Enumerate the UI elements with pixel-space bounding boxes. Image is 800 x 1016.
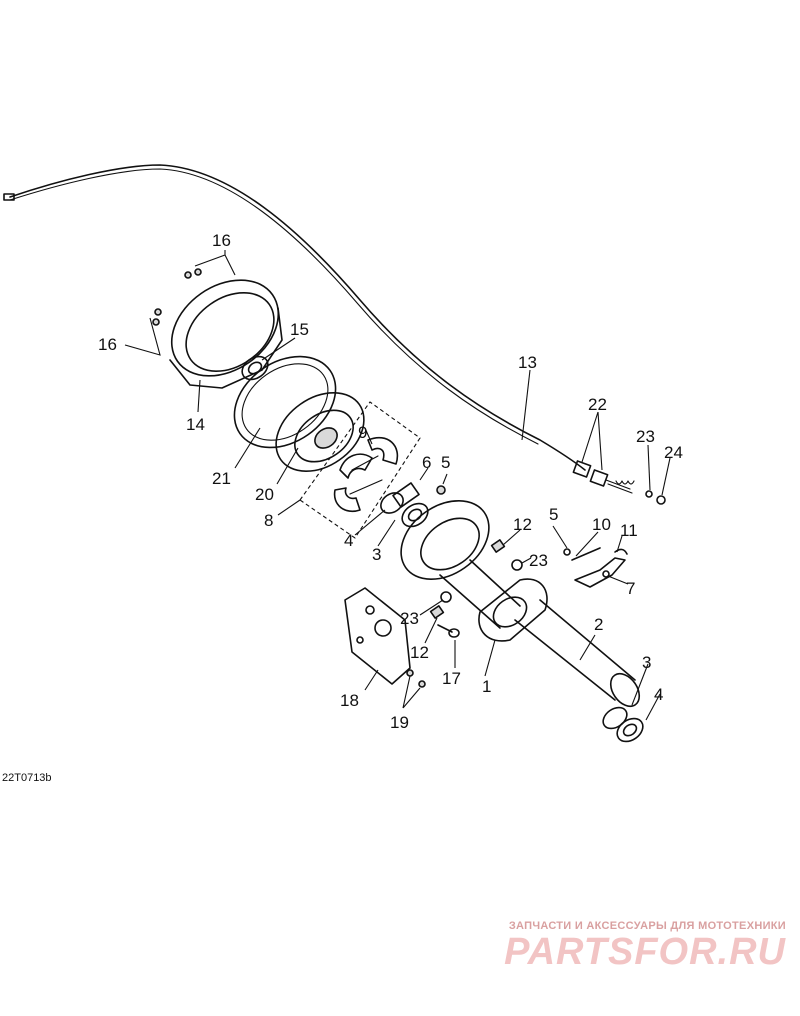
callout-7: 7 xyxy=(626,579,635,598)
callout-3-front: 3 xyxy=(372,545,381,564)
cam-6 xyxy=(392,482,420,508)
callout-17: 17 xyxy=(442,669,461,688)
callout-11: 11 xyxy=(620,521,638,540)
callout-labels: 16 16 15 14 21 20 8 9 6 5 4 3 13 22 23 2… xyxy=(98,231,683,732)
brake-shoe-group-8 xyxy=(299,401,421,539)
callout-23-top: 23 xyxy=(636,427,655,446)
lever-7 xyxy=(574,557,626,588)
watermark: ЗАПЧАСТИ И АКСЕССУАРЫ ДЛЯ МОТОТЕХНИКИ PA… xyxy=(476,920,786,972)
clip-11 xyxy=(614,548,628,555)
callout-1: 1 xyxy=(482,677,491,696)
callout-13: 13 xyxy=(518,353,537,372)
nut-24 xyxy=(656,495,666,505)
callout-9: 9 xyxy=(358,423,367,442)
seal-4-rear xyxy=(616,717,644,743)
callout-10: 10 xyxy=(592,515,611,534)
pin-10 xyxy=(571,547,601,561)
callout-12-lower: 12 xyxy=(410,643,429,662)
washer-23-top xyxy=(645,490,653,498)
callout-16-left: 16 xyxy=(98,335,117,354)
callout-4-front: 4 xyxy=(344,531,353,550)
callout-23-mid: 23 xyxy=(529,551,548,570)
axle-tube-2 xyxy=(514,599,641,708)
callout-23-lower: 23 xyxy=(400,609,419,628)
leader-lines xyxy=(124,250,671,721)
bearing-3-front xyxy=(380,492,404,514)
callout-5-top: 5 xyxy=(441,453,450,472)
callout-22: 22 xyxy=(588,395,607,414)
callout-24: 24 xyxy=(664,443,683,462)
callout-8: 8 xyxy=(264,511,273,530)
bolt-5-lever xyxy=(563,548,571,556)
screws-16 xyxy=(152,268,202,326)
bolt-17 xyxy=(437,624,460,638)
callout-14: 14 xyxy=(186,415,205,434)
callout-18: 18 xyxy=(340,691,359,710)
callout-19: 19 xyxy=(390,713,409,732)
washer-23-lower xyxy=(440,591,452,603)
callout-15: 15 xyxy=(290,320,309,339)
bolt-5-top xyxy=(436,485,446,495)
drum-cover xyxy=(169,279,283,389)
watermark-brand: PARTSFOR.RU xyxy=(504,931,786,973)
watermark-tagline: ЗАПЧАСТИ И АКСЕССУАРЫ ДЛЯ МОТОТЕХНИКИ xyxy=(508,920,786,932)
washer-23-mid xyxy=(511,559,523,571)
brake-drum-20 xyxy=(275,392,365,472)
callout-2: 2 xyxy=(594,615,603,634)
callout-5-lever: 5 xyxy=(549,505,558,524)
callout-3-rear: 3 xyxy=(642,653,651,672)
gasket-21 xyxy=(233,355,337,449)
nut-12-lower xyxy=(429,605,445,619)
bracket-plate-18 xyxy=(344,587,411,685)
callout-12-upper: 12 xyxy=(513,515,532,534)
callout-21: 21 xyxy=(212,469,231,488)
callout-16-top: 16 xyxy=(212,231,231,250)
callout-4-rear: 4 xyxy=(654,685,663,704)
bearing-3-rear xyxy=(602,706,628,730)
callout-20: 20 xyxy=(255,485,274,504)
brake-cable xyxy=(3,164,586,471)
cable-end-fitting xyxy=(572,460,635,494)
figure-code: 22T0713b xyxy=(2,772,52,784)
callout-6: 6 xyxy=(422,453,431,472)
nut-12-upper xyxy=(490,539,506,553)
